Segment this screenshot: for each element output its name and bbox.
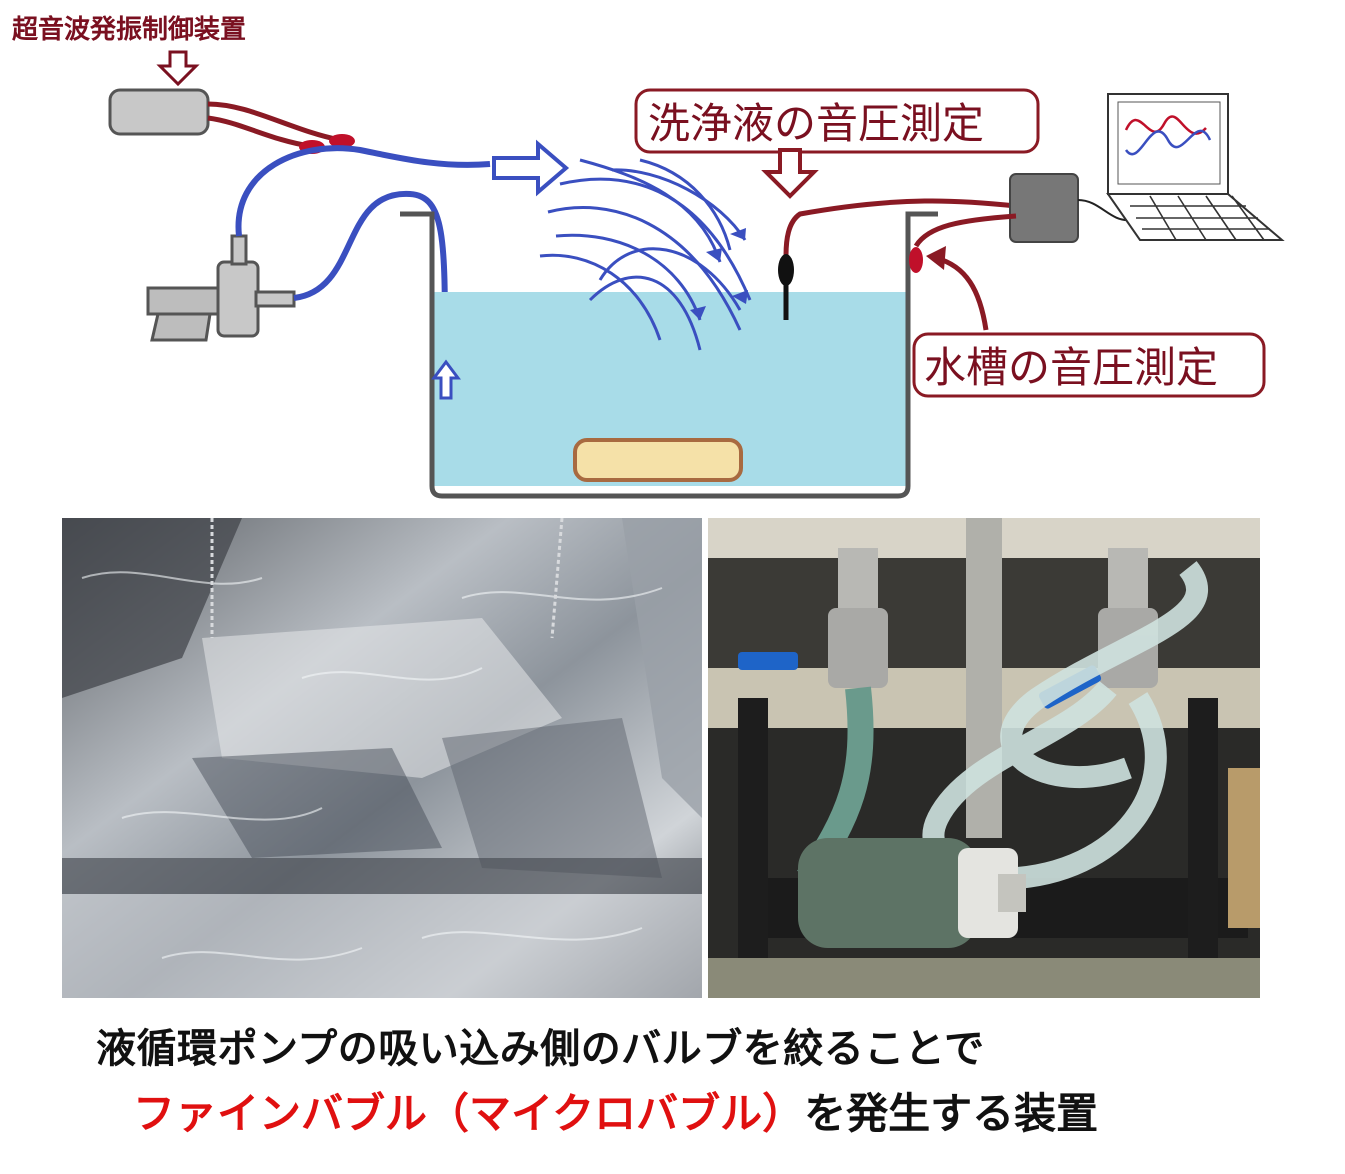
down-arrow-icon <box>761 148 819 199</box>
up-arrow-icon <box>431 359 461 400</box>
pump-assembly-photo <box>708 518 1260 998</box>
down-arrow-icon <box>156 50 200 87</box>
laptop-icon <box>1106 93 1285 241</box>
ultrasonic-controller-label: 超音波発振制御装置 <box>12 14 246 45</box>
transducer-clip-2 <box>329 134 355 148</box>
tank-pressure-label: 水槽の音圧測定 <box>924 343 1218 392</box>
tank-sensor-cable <box>913 213 1017 248</box>
tank-wall <box>400 211 938 499</box>
controller-cable <box>207 101 341 149</box>
fine-bubble-flow-lines <box>539 158 752 351</box>
caption-rest: を発生する装置 <box>804 1089 1099 1138</box>
probe-cable <box>783 198 1017 257</box>
caption-line-2: ファインバブル（マイクロバブル）を発生する装置 <box>133 1080 1098 1141</box>
hydrophone-probe <box>778 254 794 286</box>
cleaning-liquid-pressure-label: 洗浄液の音圧測定 <box>648 99 984 148</box>
suction-hose <box>293 190 448 351</box>
flow-arrowheads <box>690 228 748 320</box>
cleaning-liquid-label-box <box>634 88 1040 154</box>
tank-label-box <box>912 332 1266 398</box>
ultrasonic-controller-box <box>108 88 210 136</box>
tank-wall-sensor <box>909 247 923 273</box>
caption-highlight: ファインバブル（マイクロバブル） <box>133 1089 805 1138</box>
bottom-transducer <box>573 438 743 482</box>
arrowhead-icon <box>926 246 946 270</box>
system-diagram: 超音波発振制御装置 <box>12 14 1285 499</box>
tank-water-photo <box>62 518 702 998</box>
right-arrow-icon <box>492 139 570 197</box>
measurement-device <box>1009 173 1079 243</box>
pump-to-nozzle-hose <box>235 145 491 237</box>
caption-line-1: 液循環ポンプの吸い込み側のバルブを絞ることで <box>96 1026 985 1072</box>
circulation-pump-icon <box>146 234 296 342</box>
